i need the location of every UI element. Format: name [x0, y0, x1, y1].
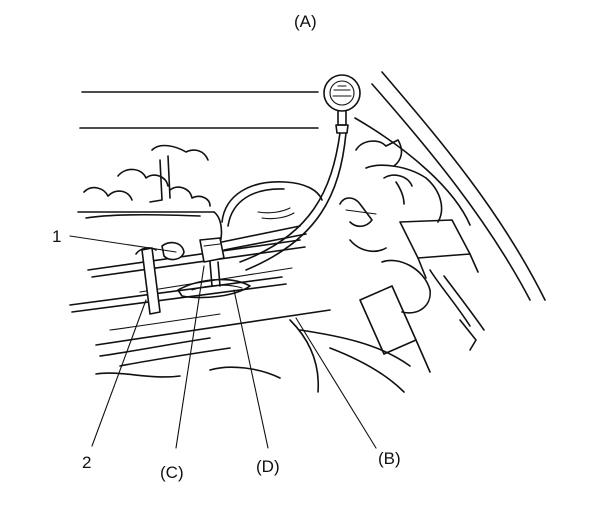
- pressure-gauge: [323, 74, 361, 134]
- leader-lines: [69, 235, 377, 449]
- fuel-hose-joint: [161, 225, 307, 263]
- hose-connection-cd: [177, 261, 251, 299]
- label-d: (D): [256, 457, 280, 476]
- fuel-hose-clamp: [135, 247, 161, 315]
- label-gauge-a: (A): [294, 12, 317, 31]
- engine-top-components: [77, 144, 223, 249]
- air-intake-housing: [221, 181, 323, 227]
- gauge-hose: [239, 132, 347, 271]
- label-c: (C): [160, 463, 184, 482]
- label-b: (B): [378, 449, 401, 468]
- fuel-delivery-pipe: [69, 239, 306, 313]
- hood-reference-lines: [79, 91, 319, 129]
- label-item-1: 1: [52, 227, 61, 246]
- hood-edge-lines: [354, 71, 546, 301]
- right-engine-components: [339, 139, 485, 351]
- label-item-2: 2: [82, 453, 91, 472]
- engine-lower-block: [95, 285, 431, 393]
